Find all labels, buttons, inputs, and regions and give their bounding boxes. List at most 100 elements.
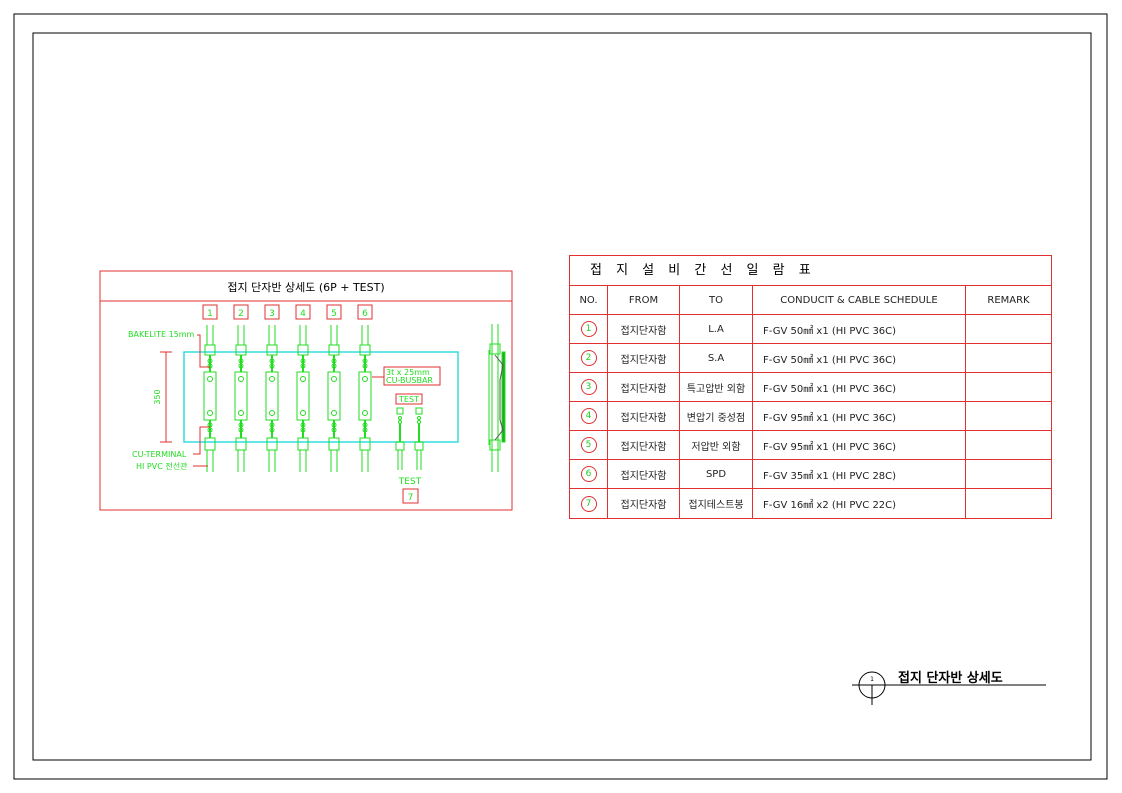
cell-remark [966, 431, 1051, 459]
cell-no: 1 [570, 315, 608, 343]
number-circle: 4 [580, 408, 597, 424]
terminal-number-box [202, 304, 218, 320]
terminal-column: 1 [202, 304, 218, 472]
cu-terminal [359, 437, 371, 451]
cell-remark [966, 315, 1051, 343]
cu-terminal-leader [193, 426, 210, 455]
table-row: 6 접지단자함 SPD F-GV 35㎟ x1 (HI PVC 28C) [570, 460, 1051, 489]
cell-schedule: F-GV 50㎟ x1 (HI PVC 36C) [753, 373, 966, 401]
terminal-columns: 1 2 3 4 5 6 [202, 304, 424, 472]
cell-from: 접지단자함 [608, 344, 680, 372]
test-terminal [395, 407, 405, 470]
cu-terminal [297, 344, 309, 356]
terminal-number-box [295, 304, 311, 320]
cell-remark [966, 489, 1051, 518]
cu-terminal [235, 344, 247, 356]
cu-busbar [203, 371, 217, 421]
busbar-label-2: CU-BUSBAR [386, 376, 433, 385]
header-schedule: CONDUCIT & CABLE SCHEDULE [753, 286, 966, 314]
cell-no: 6 [570, 460, 608, 488]
cell-no: 4 [570, 402, 608, 430]
terminal-number: 1 [207, 309, 213, 319]
cell-remark [966, 373, 1051, 401]
cell-from: 접지단자함 [608, 373, 680, 401]
terminal-number-box [264, 304, 280, 320]
cable-schedule-table: 접 지 설 비 간 선 일 람 표 NO. FROM TO CONDUCIT &… [569, 255, 1052, 519]
cell-remark [966, 402, 1051, 430]
cell-no: 5 [570, 431, 608, 459]
cell-no: 3 [570, 373, 608, 401]
table-row: 3 접지단자함 특고압반 외함 F-GV 50㎟ x1 (HI PVC 36C) [570, 373, 1051, 402]
cell-to: 특고압반 외함 [680, 373, 753, 401]
dimension-label: 350 [153, 389, 162, 404]
cu-terminal [235, 437, 247, 451]
terminal-number-box [233, 304, 249, 320]
table-row: 2 접지단자함 S.A F-GV 50㎟ x1 (HI PVC 36C) [570, 344, 1051, 373]
hi-pvc-label: HI PVC 전선관 [136, 461, 188, 471]
terminal-number-box [326, 304, 342, 320]
terminal-column: 5 [326, 304, 342, 472]
cu-terminal [328, 344, 340, 356]
number-circle: 3 [580, 379, 597, 395]
test-terminal [414, 407, 424, 470]
cu-terminal [266, 437, 278, 451]
cell-no: 2 [570, 344, 608, 372]
cell-remark [966, 460, 1051, 488]
terminal-number: 6 [362, 309, 368, 319]
number-circle: 1 [580, 321, 597, 337]
bakelite-label: BAKELITE 15mm [128, 330, 195, 339]
cu-busbar [265, 371, 279, 421]
cell-to: 변압기 중성점 [680, 402, 753, 430]
busbar-label-box [383, 366, 441, 386]
terminal-number: 4 [300, 309, 306, 319]
terminal-number: 5 [331, 309, 337, 319]
cu-terminal-label: CU-TERMINAL [132, 450, 187, 459]
terminal-number-box [357, 304, 373, 320]
cell-to: 저압반 외함 [680, 431, 753, 459]
busbar-label-1: 3t x 25mm [386, 368, 430, 377]
cell-schedule: F-GV 95㎟ x1 (HI PVC 36C) [753, 431, 966, 459]
cu-busbar [358, 371, 372, 421]
cell-remark [966, 344, 1051, 372]
number-circle: 5 [580, 437, 597, 453]
cell-from: 접지단자함 [608, 315, 680, 343]
detail-frame [99, 270, 513, 511]
terminal-column: 3 [264, 304, 280, 472]
cell-no: 7 [570, 489, 608, 518]
cu-terminal [204, 437, 216, 451]
cell-schedule: F-GV 95㎟ x1 (HI PVC 36C) [753, 402, 966, 430]
table-title: 접 지 설 비 간 선 일 람 표 [570, 256, 1051, 286]
cell-schedule: F-GV 50㎟ x1 (HI PVC 36C) [753, 315, 966, 343]
side-view [488, 324, 506, 472]
cu-terminal [266, 344, 278, 356]
cell-from: 접지단자함 [608, 489, 680, 518]
cell-schedule: F-GV 50㎟ x1 (HI PVC 36C) [753, 344, 966, 372]
test-box-label: TEST [398, 395, 419, 404]
legend-title: 접지 단자반 상세도 [898, 671, 1003, 686]
table-row: 1 접지단자함 L.A F-GV 50㎟ x1 (HI PVC 36C) [570, 315, 1051, 344]
header-remark: REMARK [987, 294, 1030, 306]
outer-border [13, 13, 1108, 780]
test-box [395, 393, 423, 405]
cell-to: 접지테스트봉 [680, 489, 753, 518]
test-number-box [402, 488, 419, 504]
cell-from: 접지단자함 [608, 431, 680, 459]
test-number: 7 [408, 493, 414, 503]
terminal-column: 2 [233, 304, 249, 472]
cu-busbar [234, 371, 248, 421]
legend-symbol: 1 [852, 671, 1046, 705]
cu-busbar [296, 371, 310, 421]
table-header-row: NO. FROM TO CONDUCIT & CABLE SCHEDULE RE… [570, 286, 1051, 315]
terminal-column: 6 [357, 304, 373, 472]
number-circle: 7 [580, 495, 597, 512]
busbar-panel-outline [183, 351, 459, 443]
cu-busbar [327, 371, 341, 421]
cu-terminal [297, 437, 309, 451]
number-circle: 6 [580, 466, 597, 482]
table-row: 7 접지단자함 접지테스트봉 F-GV 16㎟ x2 (HI PVC 22C) [570, 489, 1051, 518]
table-row: 5 접지단자함 저압반 외함 F-GV 95㎟ x1 (HI PVC 36C) [570, 431, 1051, 460]
inner-border [32, 32, 1092, 761]
cell-from: 접지단자함 [608, 460, 680, 488]
terminal-number: 2 [238, 309, 244, 319]
